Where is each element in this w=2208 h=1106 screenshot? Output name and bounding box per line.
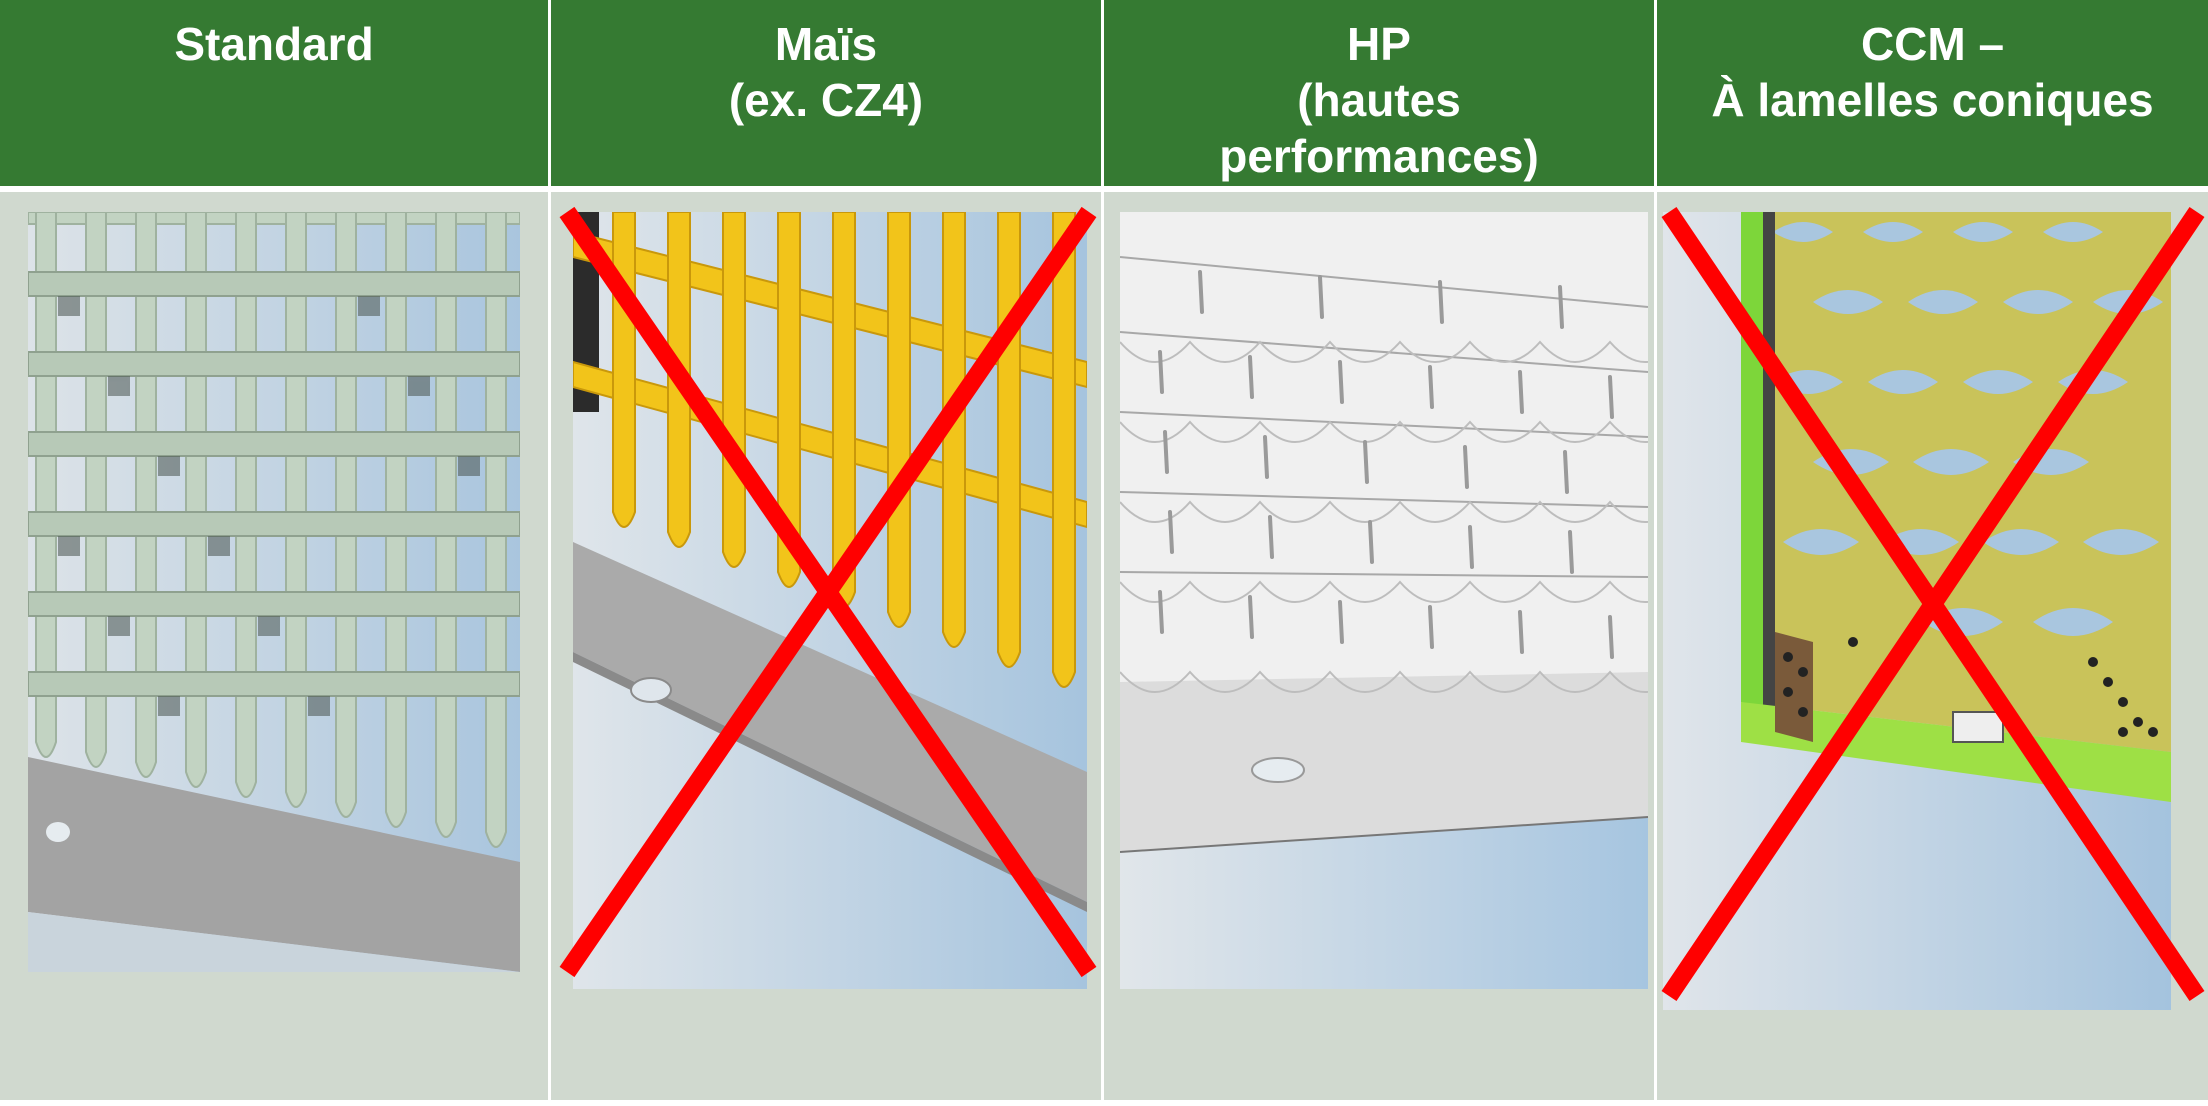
column-standard: Standard (0, 0, 548, 1100)
header-line: Maïs (774, 18, 878, 70)
column-body (551, 192, 1101, 1100)
header-line: (ex. CZ4) (728, 74, 924, 126)
column-header: HP (hautes performances) (1104, 0, 1654, 186)
column-header: CCM – À lamelles coniques (1657, 0, 2208, 186)
header-line: (hautes (1297, 74, 1461, 126)
header-line: performances) (1219, 130, 1539, 182)
column-header: Standard (0, 0, 548, 186)
column-hp: HP (hautes performances) (1104, 0, 1654, 1100)
hp-grate-image (1120, 212, 1648, 989)
column-corn: Maïs (ex. CZ4) (551, 0, 1101, 1100)
header-line: Standard (174, 18, 374, 70)
corn-grate-image (573, 212, 1087, 989)
column-body (1104, 192, 1654, 1100)
column-header: Maïs (ex. CZ4) (551, 0, 1101, 186)
column-body (1657, 192, 2208, 1100)
column-body (0, 192, 548, 1100)
ccm-grate-image (1663, 212, 2171, 1010)
header-line: À lamelles coniques (1711, 74, 2154, 126)
header-line: HP (1347, 18, 1411, 70)
column-ccm: CCM – À lamelles coniques (1657, 0, 2208, 1100)
standard-grate-image (28, 212, 520, 972)
header-line: CCM – (1860, 18, 2005, 70)
